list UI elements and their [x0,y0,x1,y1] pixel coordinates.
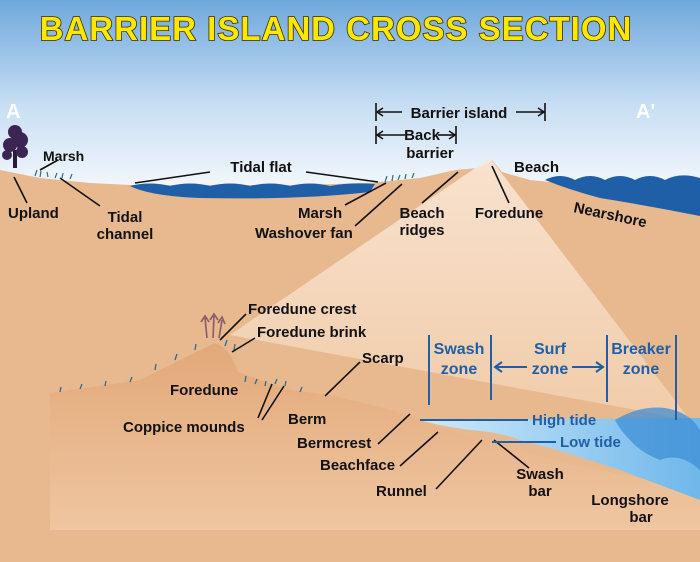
breaker-zone-label-2: zone [623,361,660,378]
surf-zone-label-2: zone [532,361,569,378]
beachface-label: Beachface [320,457,395,474]
zone-markers [428,335,677,420]
dune-grass-icon [59,339,303,393]
ground-base [0,530,700,562]
longshore-bar-label-2: bar [629,509,653,526]
swash-zone-label-1: Swash [434,341,485,358]
back-barrier-label-2: barrier [406,145,454,162]
tidal-flat-label: Tidal flat [230,159,291,176]
tidal-channel-water [130,183,375,199]
runnel-label: Runnel [376,483,427,500]
scarp-label: Scarp [362,350,404,367]
barrier-island-label: Barrier island [411,105,508,122]
high-tide-label: High tide [532,412,596,429]
marsh-right-label: Marsh [298,205,342,222]
surf-zone-label-1: Surf [534,341,567,358]
foredune-brink-label: Foredune brink [257,324,367,341]
beach-label: Beach [514,159,559,176]
tidal-channel-label-1: Tidal [108,209,143,226]
bermcrest-label: Bermcrest [297,435,371,452]
foredune-crest-label: Foredune crest [248,301,356,318]
back-barrier-bracket [375,126,457,144]
ocean-water [545,175,700,216]
sky [0,0,700,190]
low-tide-label: Low tide [560,434,621,451]
breaker-zone-label-1: Breaker [611,341,671,358]
beach-ridges-label-2: ridges [399,222,444,239]
wind-arrows-icon [200,312,226,339]
magnification-wedge [230,158,690,420]
lower-profile-sand [50,343,700,530]
upland-label: Upland [8,205,59,222]
longshore-bar-label-1: Longshore [591,492,669,509]
coppice-mounds-label: Coppice mounds [123,419,245,436]
marsh-left-label: Marsh [43,148,84,164]
washover-fan-label: Washover fan [255,225,353,242]
upper-leader-lines [13,159,510,227]
swash-bar-label-1: Swash [516,466,564,483]
barrier-island-bracket [375,103,546,121]
berm-label: Berm [288,411,326,428]
lower-leader-lines [219,313,530,490]
foredune-upper-label: Foredune [475,205,543,222]
section-mark-end: A' [636,101,655,123]
diagram-title: BARRIER ISLAND CROSS SECTION [40,10,633,47]
swash-zone-label-2: zone [441,361,478,378]
marsh-grass-icon [34,169,415,183]
tide-lines [420,419,556,443]
section-mark-start: A [6,101,20,123]
breaking-wave [615,407,700,470]
upland-tree-icon [2,125,28,168]
swash-bar-label-2: bar [528,483,552,500]
beach-ridges-label-1: Beach [399,205,444,222]
back-barrier-label-1: Back [404,127,441,144]
tidal-channel-label-2: channel [97,226,154,243]
foredune-lower-label: Foredune [170,382,238,399]
